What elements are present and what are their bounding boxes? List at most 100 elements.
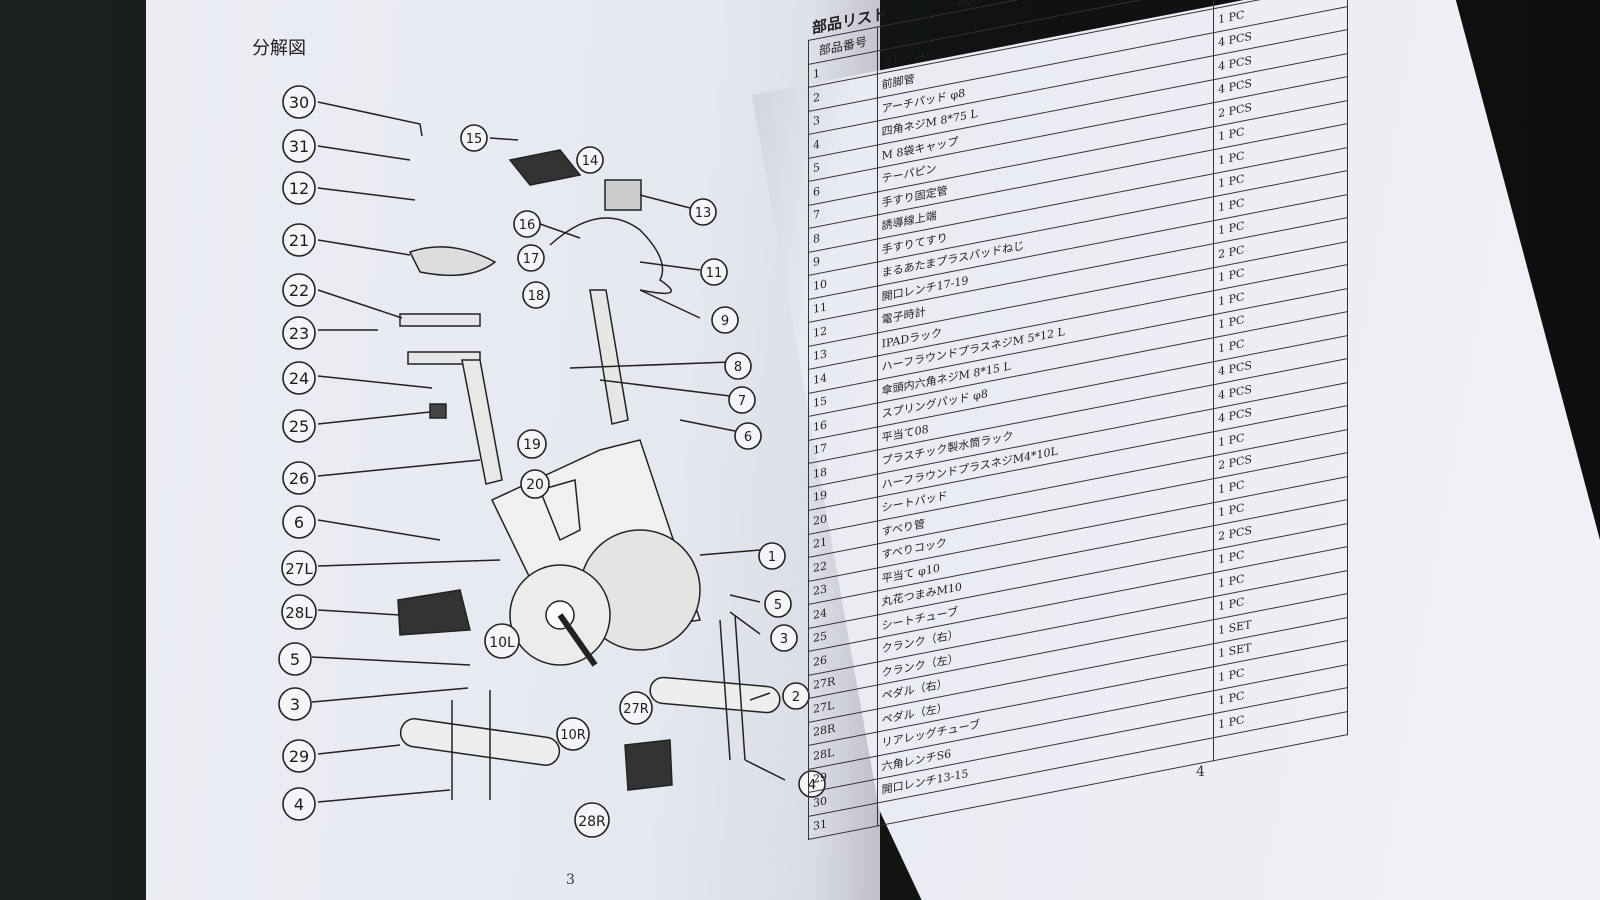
svg-text:10L: 10L <box>489 635 515 651</box>
page-number-right: 4 <box>1196 764 1205 780</box>
page-number-left: 3 <box>566 872 575 888</box>
svg-text:21: 21 <box>289 231 309 250</box>
callout-4-right: 4 <box>798 770 826 798</box>
callout-11: 11 <box>700 258 728 286</box>
svg-text:28R: 28R <box>578 814 606 830</box>
svg-text:30: 30 <box>289 93 309 112</box>
svg-text:4: 4 <box>808 778 816 793</box>
console-part <box>604 179 642 211</box>
callout-3-left: 3 <box>278 687 312 721</box>
callout-29: 29 <box>282 739 316 773</box>
callouts-group: 30 31 12 21 22 23 24 25 26 6 27L 28L 5 3… <box>278 85 826 838</box>
svg-text:29: 29 <box>289 747 309 766</box>
svg-text:5: 5 <box>774 598 782 613</box>
callout-8: 8 <box>724 352 752 380</box>
handlebar-part <box>549 217 672 295</box>
knob-part <box>429 403 447 419</box>
callout-5-left: 5 <box>278 642 312 676</box>
svg-text:22: 22 <box>289 281 309 300</box>
svg-text:24: 24 <box>289 369 309 388</box>
svg-text:2: 2 <box>792 690 800 705</box>
pedal-left-part <box>397 589 471 636</box>
svg-text:27L: 27L <box>285 560 313 578</box>
svg-text:1: 1 <box>768 550 776 565</box>
callout-6-right: 6 <box>734 422 762 450</box>
svg-text:25: 25 <box>289 417 309 436</box>
callout-16: 16 <box>513 210 541 238</box>
svg-text:7: 7 <box>738 394 746 409</box>
callout-13: 13 <box>689 198 717 226</box>
tablet-rack-part <box>508 149 582 186</box>
callout-17: 17 <box>517 244 545 272</box>
svg-text:3: 3 <box>780 632 788 647</box>
callout-19: 19 <box>517 429 547 459</box>
svg-text:10R: 10R <box>560 728 586 743</box>
callout-28L: 28L <box>281 594 317 630</box>
callout-10R: 10R <box>556 717 590 751</box>
callout-28R: 28R <box>574 802 610 838</box>
pedal-right-part <box>624 739 673 791</box>
callout-10L: 10L <box>484 623 520 659</box>
svg-text:18: 18 <box>528 289 545 304</box>
callout-18: 18 <box>522 281 550 309</box>
callout-25: 25 <box>282 409 316 443</box>
svg-text:12: 12 <box>289 179 309 198</box>
right-page <box>752 0 1600 900</box>
front-leg-part <box>649 676 781 714</box>
parts-list-block: 部品リスト 説明 数量 部品番号 1フレーム1 PC2前脚管1 PC3アーチパッ… <box>808 0 1348 840</box>
exploded-view-title: 分解図 <box>252 38 306 59</box>
svg-text:16: 16 <box>519 218 536 233</box>
rear-leg-part <box>399 718 561 766</box>
svg-text:20: 20 <box>526 477 544 493</box>
svg-text:23: 23 <box>289 324 309 343</box>
callout-7: 7 <box>728 386 756 414</box>
callout-21: 21 <box>282 223 316 257</box>
handlebar-post-part <box>589 289 629 425</box>
callout-22: 22 <box>282 273 316 307</box>
wrench-part-30 <box>317 101 423 137</box>
callout-12: 12 <box>282 171 316 205</box>
callout-23: 23 <box>282 316 316 350</box>
callout-2: 2 <box>782 682 810 710</box>
callout-3-right: 3 <box>770 624 798 652</box>
svg-text:27R: 27R <box>623 702 649 717</box>
crank-part <box>557 613 598 667</box>
saddle-part <box>408 246 497 277</box>
svg-text:15: 15 <box>466 132 483 147</box>
svg-text:6: 6 <box>294 513 304 532</box>
callout-9: 9 <box>711 306 739 334</box>
svg-text:31: 31 <box>289 137 309 156</box>
callout-27L: 27L <box>281 550 317 586</box>
svg-text:5: 5 <box>290 650 300 669</box>
svg-text:26: 26 <box>289 469 309 488</box>
callout-4-left: 4 <box>282 787 316 821</box>
callout-6-left: 6 <box>282 505 316 539</box>
callout-1: 1 <box>758 542 786 570</box>
svg-text:19: 19 <box>523 437 541 453</box>
svg-text:13: 13 <box>695 206 712 221</box>
svg-text:9: 9 <box>721 314 729 329</box>
callout-14: 14 <box>576 146 604 174</box>
callout-27R: 27R <box>619 691 653 725</box>
svg-text:4: 4 <box>294 795 304 814</box>
callout-20: 20 <box>520 469 550 499</box>
callout-15: 15 <box>460 124 488 152</box>
seat-tube-part <box>461 359 503 485</box>
svg-text:14: 14 <box>582 154 599 169</box>
svg-text:28L: 28L <box>285 604 313 622</box>
svg-text:11: 11 <box>706 266 723 281</box>
svg-text:8: 8 <box>734 360 742 375</box>
callout-30: 30 <box>282 85 316 119</box>
svg-text:3: 3 <box>290 695 300 714</box>
callout-31: 31 <box>282 129 316 163</box>
callout-24: 24 <box>282 361 316 395</box>
svg-text:6: 6 <box>744 430 752 445</box>
callout-5-right: 5 <box>764 590 792 618</box>
exploded-diagram: 30 31 12 21 22 23 24 25 26 6 27L 28L 5 3… <box>278 85 826 838</box>
slide-rail-part <box>399 313 481 327</box>
spanner-part-31 <box>317 145 411 161</box>
callout-26: 26 <box>282 461 316 495</box>
bottle-cage-part <box>538 479 581 542</box>
